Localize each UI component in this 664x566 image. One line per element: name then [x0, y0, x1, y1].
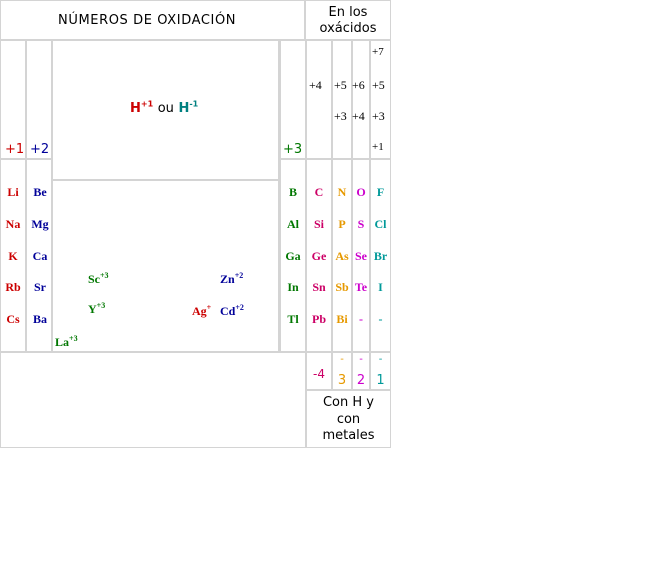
element-ca: Ca — [32, 249, 48, 263]
element-be: Be — [33, 185, 47, 199]
bottom-left-cell — [1, 353, 305, 447]
footer-line1: Con H y — [322, 395, 374, 410]
element-mg: Mg — [31, 217, 49, 231]
oxacidos-header-line1: En los — [328, 5, 368, 20]
element-al: Al — [287, 217, 299, 231]
element-cd: Cd+2 — [220, 303, 244, 318]
element-c: C — [314, 185, 324, 199]
neg16-cell — [353, 353, 369, 389]
element-o: O — [356, 185, 366, 199]
element-y: Y+3 — [88, 301, 106, 316]
neg-group14: -4 — [313, 367, 325, 381]
group14-cell — [307, 160, 331, 351]
oxacid-c17-2: +3 — [372, 109, 385, 123]
element-te: Te — [354, 280, 368, 294]
element-cs: Cs — [6, 312, 20, 326]
group15-top-cell — [333, 41, 351, 158]
element-f: F — [376, 185, 385, 199]
oxacid-c17-3: +1 — [372, 141, 384, 153]
footer-line3: metales — [322, 428, 375, 443]
footer-cell — [307, 391, 390, 447]
hydrogen-label: H+1 ou H-1 — [130, 99, 199, 116]
neg17-cell — [371, 353, 390, 389]
hydrogen-minus-sup: -1 — [189, 99, 199, 109]
element-p: P — [338, 217, 346, 231]
oxacid-c14-0: +4 — [309, 78, 322, 92]
oxacidos-header-line2: oxácidos — [319, 21, 377, 36]
group17-cell — [371, 160, 390, 351]
element-na: Na — [5, 217, 21, 231]
element-sc: Sc+3 — [88, 271, 109, 286]
element-17-dash: - — [378, 312, 383, 326]
group16-cell — [353, 160, 369, 351]
group15-cell — [333, 160, 351, 351]
group1-cell — [1, 160, 25, 351]
element-ga: Ga — [285, 249, 301, 263]
element-ba: Ba — [32, 312, 47, 326]
group13-top-cell — [281, 41, 305, 158]
element-si: Si — [313, 217, 324, 231]
oxacidos-header-cell — [306, 1, 390, 39]
ox-group2: +2 — [30, 142, 50, 157]
element-sn: Sn — [312, 280, 326, 294]
element-tl: Tl — [287, 312, 299, 326]
neg14-cell — [307, 353, 331, 389]
oxacid-c16-1: +4 — [352, 109, 365, 123]
element-li: Li — [7, 185, 19, 199]
element-k: K — [8, 249, 18, 263]
element-pb: Pb — [311, 312, 326, 326]
group1-top-cell — [1, 41, 25, 158]
element-as: As — [335, 249, 349, 263]
element-i: I — [378, 280, 383, 294]
neg-group15-value: 3 — [337, 373, 347, 388]
neg-group15-sign: - — [340, 354, 344, 365]
transition-cell — [53, 181, 278, 351]
neg15-cell — [333, 353, 351, 389]
page-title: NÚMEROS DE OXIDACIÓN — [58, 13, 237, 28]
neg-group16-value: 2 — [356, 373, 366, 388]
oxacid-c17-0: +7 — [372, 46, 384, 58]
element-n: N — [337, 185, 347, 199]
element-b: B — [288, 185, 297, 199]
ox-group1: +1 — [5, 142, 25, 157]
oxacid-c15-1: +3 — [334, 109, 347, 123]
element-bi: Bi — [336, 312, 348, 326]
group13-cell — [281, 160, 305, 351]
neg-group17-value: 1 — [376, 373, 385, 388]
element-16-dash: - — [359, 312, 363, 326]
element-ag: Ag+ — [192, 303, 212, 318]
title-cell — [1, 1, 304, 39]
group14-top-cell — [307, 41, 331, 158]
hydrogen-plus-sup: +1 — [140, 99, 154, 109]
oxacid-c16-0: +6 — [352, 78, 365, 92]
group2-top-cell — [27, 41, 51, 158]
oxidation-table — [0, 0, 391, 448]
hydrogen-cell — [53, 41, 278, 179]
element-sr: Sr — [34, 280, 46, 294]
group2-cell — [27, 160, 51, 351]
neg-group17-sign: - — [378, 354, 383, 365]
hydrogen-conj: ou — [157, 101, 174, 116]
element-cl: Cl — [374, 217, 387, 231]
element-ge: Ge — [311, 249, 327, 263]
hydrogen-minus: H — [178, 101, 190, 116]
neg-group16-sign: - — [359, 354, 363, 365]
oxacid-c17-1: +5 — [372, 78, 385, 92]
oxacid-c15-0: +5 — [334, 78, 347, 92]
element-rb: Rb — [5, 280, 21, 294]
element-br: Br — [373, 249, 388, 263]
footer-line2: con — [336, 412, 361, 427]
ox-group13: +3 — [283, 142, 303, 157]
element-sb: Sb — [335, 280, 349, 294]
element-la: La+3 — [55, 334, 78, 349]
element-se: Se — [355, 249, 367, 263]
hydrogen-plus: H — [130, 101, 141, 116]
element-s: S — [357, 217, 365, 231]
element-in: In — [287, 280, 299, 294]
element-zn: Zn+2 — [220, 271, 244, 286]
group16-top-cell — [353, 41, 369, 158]
group17-top-cell — [371, 41, 390, 158]
